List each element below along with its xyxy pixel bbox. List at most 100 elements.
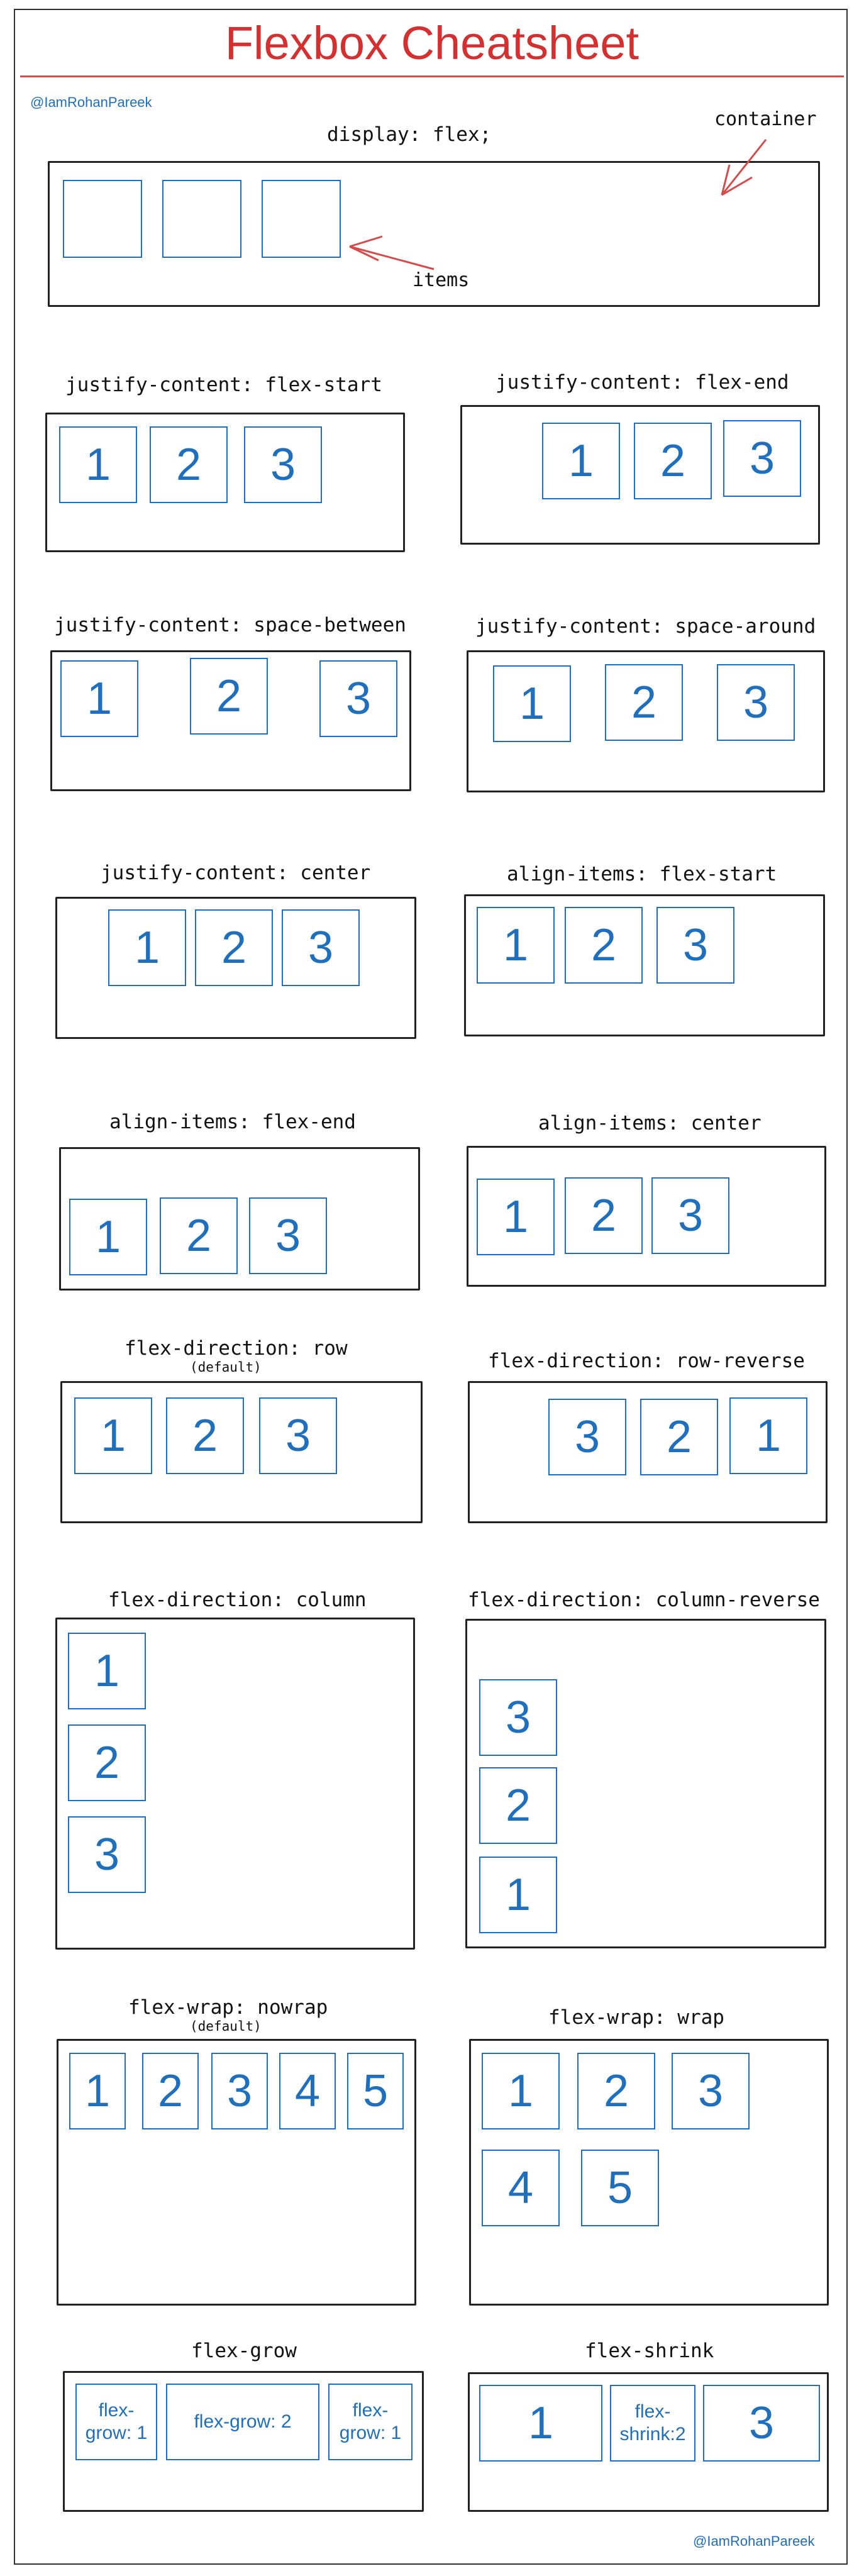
flex-grow-container [63, 2371, 424, 2512]
intro-item-2 [162, 180, 241, 258]
flex-shrink-item-3: 3 [703, 2385, 820, 2462]
ai-flex-end-container [59, 1147, 420, 1291]
jc-space-between-item: 1 [60, 660, 138, 737]
fw-nowrap-default-note: (default) [190, 2019, 262, 2034]
jc-space-between-item: 2 [190, 658, 268, 735]
fd-column-container [55, 1618, 415, 1950]
page-title: Flexbox Cheatsheet [224, 17, 640, 69]
ai-flex-end-item: 3 [249, 1197, 327, 1274]
flex-shrink-label: flex-shrink [585, 2340, 714, 2362]
jc-center-item: 1 [108, 909, 186, 986]
ai-center-item: 3 [651, 1177, 729, 1254]
fd-row-item: 2 [166, 1397, 244, 1474]
jc-center-item: 3 [282, 909, 360, 986]
ai-flex-end-label: align-items: flex-end [109, 1111, 356, 1133]
fd-row-item: 3 [259, 1397, 337, 1474]
fd-column-reverse-item: 3 [479, 1679, 557, 1756]
fd-column-item: 2 [68, 1724, 146, 1801]
ai-flex-start-label: align-items: flex-start [507, 863, 777, 886]
intro-item-3 [262, 180, 341, 258]
intro-item-1 [63, 180, 142, 258]
container-note: container [714, 108, 817, 130]
jc-space-between-container [50, 650, 411, 791]
ai-center-item: 1 [477, 1179, 555, 1255]
flex-shrink-item-1: 1 [479, 2385, 602, 2462]
flex-grow-item-1: flex-grow: 1 [75, 2384, 157, 2460]
jc-center-container [55, 897, 416, 1039]
jc-center-label: justify-content: center [101, 862, 371, 884]
fd-row-reverse-label: flex-direction: row-reverse [488, 1350, 805, 1372]
ai-flex-end-item: 2 [160, 1197, 238, 1274]
jc-flex-start-label: justify-content: flex-start [65, 374, 382, 396]
flex-shrink-item-2: flex-shrink:2 [610, 2385, 695, 2462]
fd-row-reverse-item: 2 [640, 1399, 718, 1475]
fd-row-reverse-item: 1 [729, 1397, 807, 1474]
jc-flex-start-container [45, 413, 405, 552]
fd-row-item: 1 [74, 1397, 152, 1474]
fw-nowrap-item: 3 [211, 2053, 268, 2129]
ai-center-label: align-items: center [538, 1112, 762, 1135]
fw-nowrap-item: 5 [347, 2053, 404, 2129]
fw-nowrap-item: 1 [69, 2053, 126, 2129]
fw-nowrap-item: 4 [279, 2053, 336, 2129]
jc-flex-start-item: 2 [150, 426, 228, 503]
flex-grow-label: flex-grow [191, 2340, 297, 2362]
fw-wrap-item: 2 [577, 2053, 655, 2129]
fw-wrap-label: flex-wrap: wrap [548, 2006, 724, 2029]
fw-wrap-item: 1 [482, 2053, 560, 2129]
jc-flex-end-item: 3 [723, 420, 801, 497]
fd-column-label: flex-direction: column [108, 1589, 367, 1611]
flex-grow-item-3: flex-grow: 1 [328, 2384, 413, 2460]
ai-flex-start-item: 2 [565, 907, 643, 984]
jc-flex-start-item: 1 [59, 426, 137, 503]
fd-column-reverse-item: 2 [479, 1767, 557, 1844]
author-handle-top: @IamRohanPareek [30, 94, 152, 110]
jc-flex-end-container [460, 405, 820, 545]
fd-row-default-note: (default) [190, 1360, 262, 1375]
fd-column-reverse-container [465, 1619, 826, 1948]
ai-flex-start-item: 1 [477, 907, 555, 984]
jc-flex-end-item: 1 [542, 423, 620, 499]
author-handle-bottom: @IamRohanPareek [693, 2533, 815, 2549]
flex-grow-item-2: flex-grow: 2 [166, 2384, 319, 2460]
jc-space-around-item: 3 [717, 664, 795, 741]
jc-space-around-item: 1 [493, 665, 571, 742]
ai-flex-end-item: 1 [69, 1199, 147, 1275]
jc-flex-end-label: justify-content: flex-end [496, 371, 789, 394]
jc-space-between-item: 3 [319, 660, 397, 737]
jc-flex-start-item: 3 [244, 426, 322, 503]
outer-frame [14, 9, 848, 2565]
fd-column-reverse-label: flex-direction: column-reverse [468, 1589, 820, 1611]
jc-flex-end-item: 2 [634, 423, 712, 499]
items-arrow-head [349, 235, 383, 262]
ai-center-container [467, 1146, 826, 1287]
fd-row-reverse-item: 3 [548, 1399, 626, 1475]
fd-row-label: flex-direction: row [125, 1337, 348, 1360]
jc-space-around-item: 2 [605, 664, 683, 741]
fd-column-item: 1 [68, 1633, 146, 1709]
jc-space-between-label: justify-content: space-between [54, 614, 406, 636]
container-arrow-head [721, 164, 753, 196]
jc-center-item: 2 [195, 909, 273, 986]
items-arrow [349, 245, 435, 270]
ai-flex-start-item: 3 [656, 907, 734, 984]
fw-nowrap-label: flex-wrap: nowrap [128, 1996, 328, 2019]
ai-flex-start-container [464, 894, 825, 1036]
fd-column-reverse-item: 1 [479, 1857, 557, 1933]
fw-wrap-item: 4 [482, 2150, 560, 2226]
display-flex-label: display: flex; [327, 123, 492, 146]
fw-wrap-container [469, 2039, 829, 2306]
fd-row-container [60, 1381, 423, 1523]
jc-space-around-label: justify-content: space-around [475, 615, 816, 638]
ai-center-item: 2 [565, 1177, 643, 1254]
fd-row-reverse-container [468, 1381, 828, 1523]
annotation-arrows [349, 139, 767, 270]
fw-wrap-item: 5 [581, 2150, 659, 2226]
items-note: items [413, 269, 470, 291]
fw-nowrap-container [57, 2039, 416, 2306]
fw-wrap-item: 3 [672, 2053, 750, 2129]
fw-nowrap-item: 2 [142, 2053, 199, 2129]
container-arrow [721, 139, 767, 196]
title-underline [20, 75, 844, 77]
intro-container [48, 161, 820, 307]
